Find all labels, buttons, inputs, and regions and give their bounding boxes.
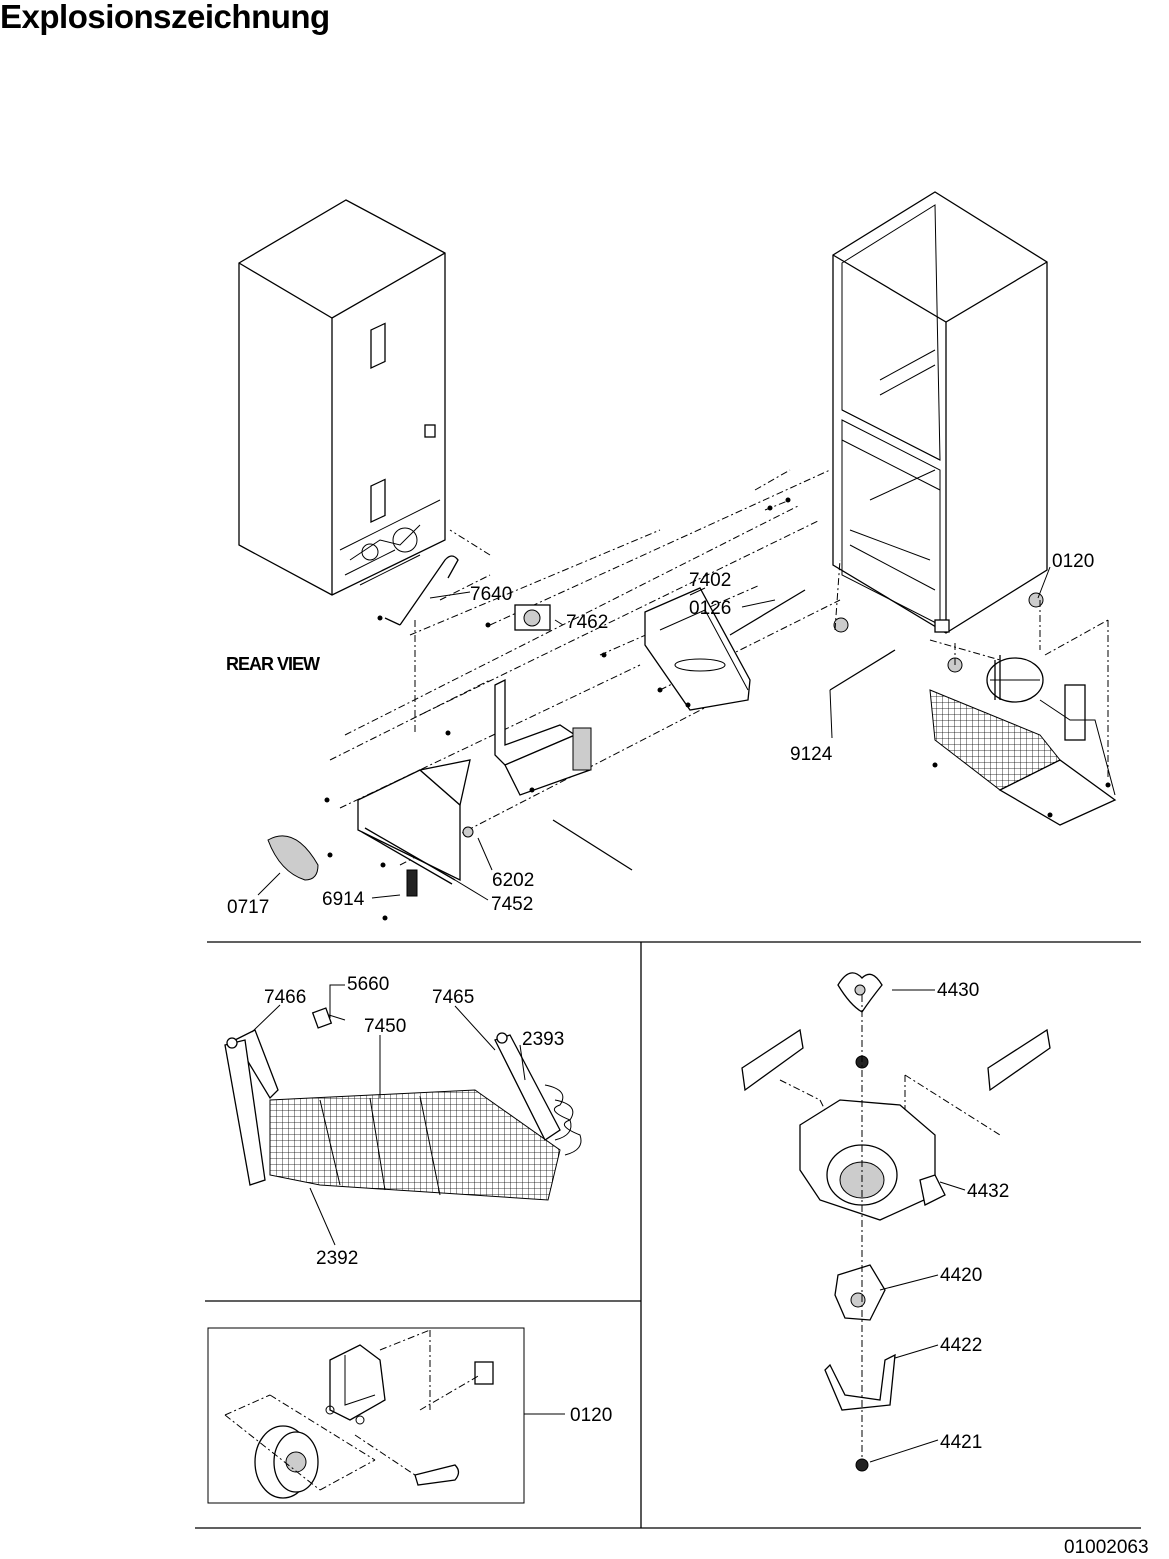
evaporator-cover-7402 [644,587,751,711]
rear-view-label: REAR VIEW [226,654,320,674]
evaporator-housing [357,678,592,885]
doc-number: 01002063 [1064,1537,1149,1558]
callout-2392: 2392 [316,1248,358,1269]
callout-0120-bottom: 0120 [570,1405,612,1426]
callout-4422: 4422 [940,1335,982,1356]
front-view-cabinet [832,191,1048,673]
screws [324,497,1111,921]
fan-assembly [741,972,1051,1472]
callout-4432: 4432 [967,1181,1009,1202]
long-rod [552,819,633,871]
roller-detail-box [207,1327,525,1504]
callout-7402: 7402 [689,570,731,591]
callout-7450: 7450 [364,1016,406,1037]
callout-4420: 4420 [940,1265,982,1286]
callout-0126: 0126 [689,598,731,619]
callout-6914: 6914 [322,889,365,910]
page-title: Explosionszeichnung [0,0,330,35]
callout-7452: 7452 [491,894,533,915]
callout-0120-top: 0120 [1052,551,1094,572]
callout-4430: 4430 [937,980,979,1001]
rod-0126 [729,589,806,636]
drain-clip [384,617,401,626]
drain-tube [399,555,459,626]
small-fan-bracket [514,604,551,631]
callout-7462: 7462 [566,612,608,633]
callout-7465: 7465 [432,987,474,1008]
leader-lines-evaporator [251,984,526,1246]
rear-view-cabinet [238,199,446,596]
callout-9124: 9124 [790,744,833,765]
part-6202 [462,826,474,838]
callout-0717: 0717 [227,897,269,918]
compressor-assembly [929,655,1117,826]
grille-0717 [267,835,319,881]
callout-5660: 5660 [347,974,389,995]
roller-assembly [224,1329,565,1499]
callout-7640: 7640 [470,584,512,605]
rod-9124 [829,649,896,691]
part-6914 [406,869,418,897]
evaporator-coil [224,1007,582,1201]
callout-6202: 6202 [492,870,534,891]
leader-lines-fan [869,989,966,1463]
callout-4421: 4421 [940,1432,982,1453]
leader-lines-top [257,566,1051,901]
assembly-lines-top [329,469,1109,866]
callout-2393: 2393 [522,1029,564,1050]
callout-7466: 7466 [264,987,306,1008]
